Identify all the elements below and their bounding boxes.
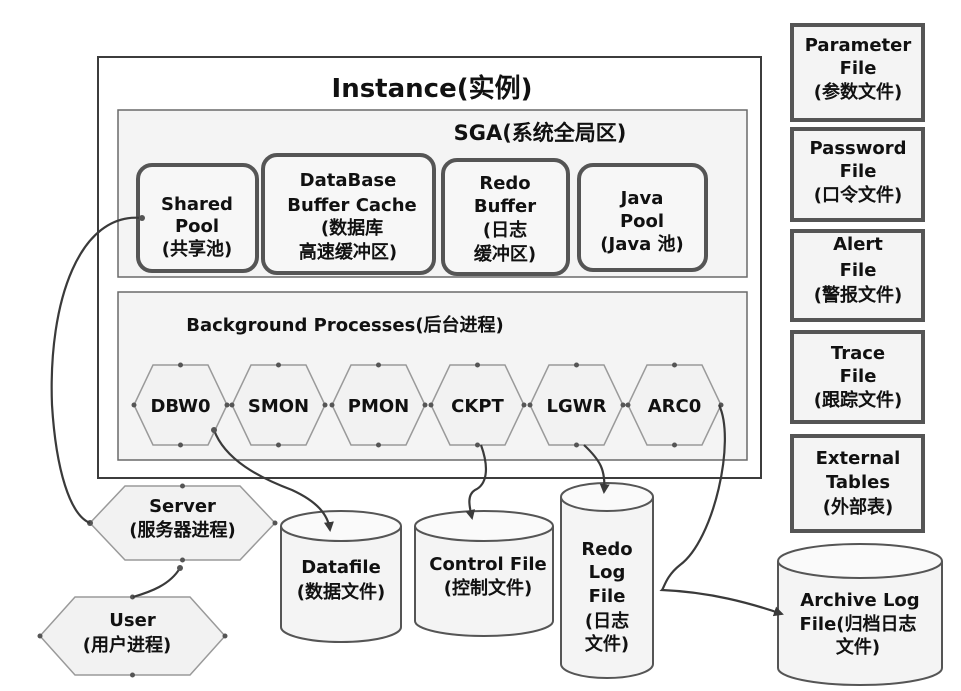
- redo-log-file-cylinder: Redo Log File (日志 文件): [560, 482, 654, 679]
- arrow-ckpt-to-control-file: [465, 444, 488, 520]
- alert-file-line-2: File: [840, 260, 877, 281]
- redo-buffer-line-1: Redo: [479, 173, 530, 194]
- external-tables-line-3: (外部表): [823, 496, 893, 518]
- parameter-file-line-3: (参数文件): [814, 81, 902, 103]
- redo-log-line-5: 文件): [585, 633, 629, 655]
- redo-buffer-line-4: 缓冲区): [474, 243, 536, 265]
- buffer-cache-line-4: 高速缓冲区): [299, 241, 397, 263]
- connector-shared-pool-to-server: [50, 216, 143, 525]
- trace-file-line-1: Trace: [831, 343, 885, 364]
- trace-file-line-2: File: [840, 366, 877, 387]
- shared-pool-line-2: Pool: [175, 216, 219, 237]
- datafile-line-2: (数据文件): [297, 581, 385, 603]
- redo-buffer-line-3: (日志: [483, 219, 527, 241]
- user-line-2: (用户进程): [83, 634, 171, 656]
- redo-log-line-3: File: [589, 586, 626, 607]
- process-ckpt-label: CKPT: [451, 396, 504, 417]
- server-process: Server (服务器进程): [87, 483, 278, 563]
- arrow-arc0-to-archive-log: [659, 404, 784, 617]
- arrow-lgwr-to-redo-log: [583, 444, 610, 494]
- instance-title: Instance(实例): [332, 73, 533, 104]
- parameter-file-line-2: File: [840, 58, 877, 79]
- process-smon: SMON: [229, 362, 328, 448]
- parameter-file: Parameter File (参数文件): [790, 23, 925, 122]
- server-line-2: (服务器进程): [129, 519, 235, 541]
- process-ckpt: CKPT: [428, 362, 527, 448]
- alert-file-line-3: (警报文件): [814, 284, 902, 306]
- datafile-line-1: Datafile: [301, 557, 381, 578]
- redo-buffer-line-2: Buffer: [474, 196, 536, 217]
- control-file-line-2: (控制文件): [444, 577, 532, 599]
- datafile-cylinder: Datafile (数据文件): [280, 510, 402, 643]
- process-lgwr-label: LGWR: [547, 396, 607, 417]
- process-pmon-label: PMON: [348, 396, 409, 417]
- trace-file: Trace File (跟踪文件): [790, 330, 925, 424]
- password-file-line-1: Password: [809, 138, 906, 159]
- password-file-line-3: (口令文件): [814, 184, 902, 206]
- password-file-line-2: File: [840, 161, 877, 182]
- database-buffer-cache: DataBase Buffer Cache (数据库 高速缓冲区): [261, 153, 436, 275]
- process-dbw0-label: DBW0: [150, 396, 210, 417]
- external-tables-line-2: Tables: [826, 472, 890, 493]
- java-pool-line-3: (Java 池): [600, 233, 683, 255]
- buffer-cache-line-2: Buffer Cache: [287, 195, 417, 216]
- shared-pool: Shared Pool (共享池): [136, 163, 259, 273]
- external-tables: External Tables (外部表): [790, 434, 925, 533]
- external-tables-line-1: External: [816, 448, 901, 469]
- shared-pool-line-3: (共享池): [162, 238, 232, 260]
- server-line-1: Server: [149, 496, 216, 517]
- user-process: User (用户进程): [37, 594, 228, 678]
- buffer-cache-line-3: (数据库: [321, 217, 383, 239]
- java-pool-line-1: Java: [619, 188, 664, 209]
- redo-log-line-4: (日志: [585, 610, 629, 632]
- control-file-cylinder: Control File (控制文件): [414, 510, 554, 637]
- shared-pool-line-1: Shared: [161, 194, 233, 215]
- sga-title: SGA(系统全局区): [454, 121, 627, 145]
- arrow-dbw0-to-datafile: [212, 429, 334, 532]
- redo-log-line-1: Redo: [581, 539, 632, 560]
- alert-file: Alert File (警报文件): [790, 229, 925, 322]
- user-line-1: User: [109, 610, 156, 631]
- process-arc0: ARC0: [625, 362, 724, 448]
- trace-file-line-3: (跟踪文件): [814, 389, 902, 411]
- connector-server-to-user: [132, 567, 181, 599]
- redo-buffer: Redo Buffer (日志 缓冲区): [441, 158, 570, 276]
- java-pool-line-2: Pool: [620, 211, 664, 232]
- archive-log-line-3: 文件): [836, 636, 880, 658]
- archive-log-line-1: Archive Log: [800, 590, 919, 611]
- process-pmon: PMON: [329, 362, 428, 448]
- control-file-line-1: Control File: [429, 554, 547, 575]
- process-dbw0: DBW0: [131, 362, 230, 448]
- java-pool: Java Pool (Java 池): [577, 163, 708, 272]
- password-file: Password File (口令文件): [790, 127, 925, 222]
- process-lgwr: LGWR: [527, 362, 626, 448]
- archive-log-line-2: File(归档日志: [799, 613, 916, 635]
- parameter-file-line-1: Parameter: [805, 35, 912, 56]
- alert-file-line-1: Alert: [833, 234, 883, 255]
- process-smon-label: SMON: [248, 396, 309, 417]
- buffer-cache-line-1: DataBase: [300, 170, 397, 191]
- redo-log-line-2: Log: [589, 562, 626, 583]
- archive-log-file-cylinder: Archive Log File(归档日志 文件): [777, 543, 943, 686]
- process-arc0-label: ARC0: [648, 396, 702, 417]
- background-processes-title: Background Processes(后台进程): [186, 314, 504, 336]
